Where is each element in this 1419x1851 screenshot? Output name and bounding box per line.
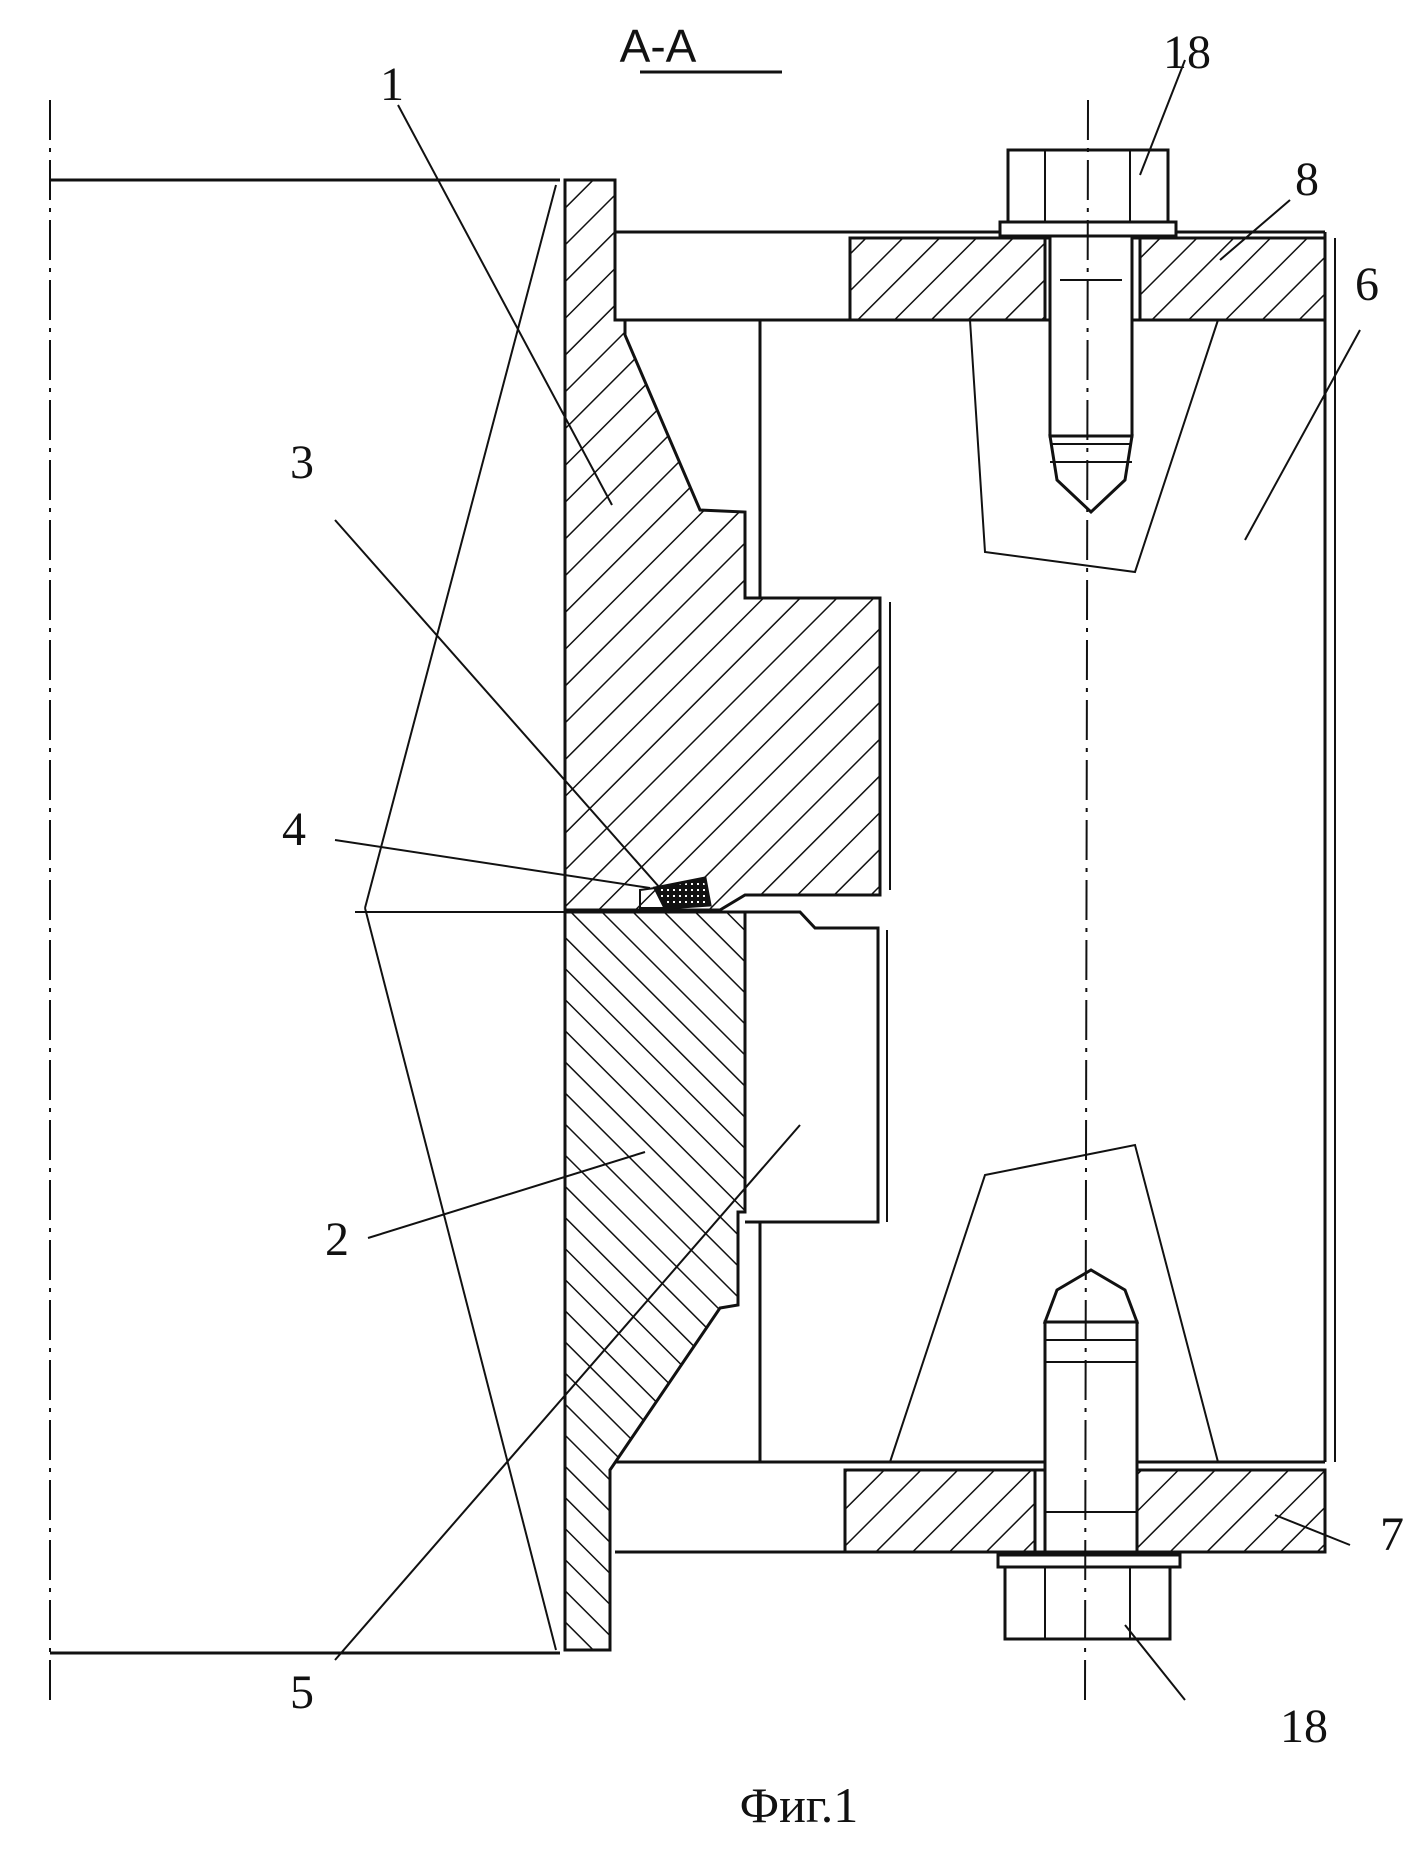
- callout-3: 3: [290, 436, 314, 489]
- part-1-upper-half: [565, 180, 890, 910]
- callout-6: 6: [1355, 258, 1379, 311]
- callout-8: 8: [1295, 153, 1319, 206]
- callout-4: 4: [282, 803, 306, 856]
- callout-1: 1: [380, 58, 404, 111]
- ring-5: [745, 912, 887, 1462]
- bolt-18-bottom: [998, 1270, 1180, 1639]
- section-title: A-A: [620, 20, 782, 72]
- section-label: A-A: [620, 20, 697, 72]
- figure-caption: Фиг.1: [740, 1777, 859, 1833]
- part-2-lower-half: [565, 912, 745, 1650]
- callout-2: 2: [325, 1213, 349, 1266]
- callout-18-bottom: 18: [1280, 1700, 1328, 1753]
- left-body: [50, 180, 590, 1653]
- callout-5: 5: [290, 1666, 314, 1719]
- callout-18-top: 18: [1163, 26, 1211, 79]
- callout-7: 7: [1380, 1508, 1404, 1561]
